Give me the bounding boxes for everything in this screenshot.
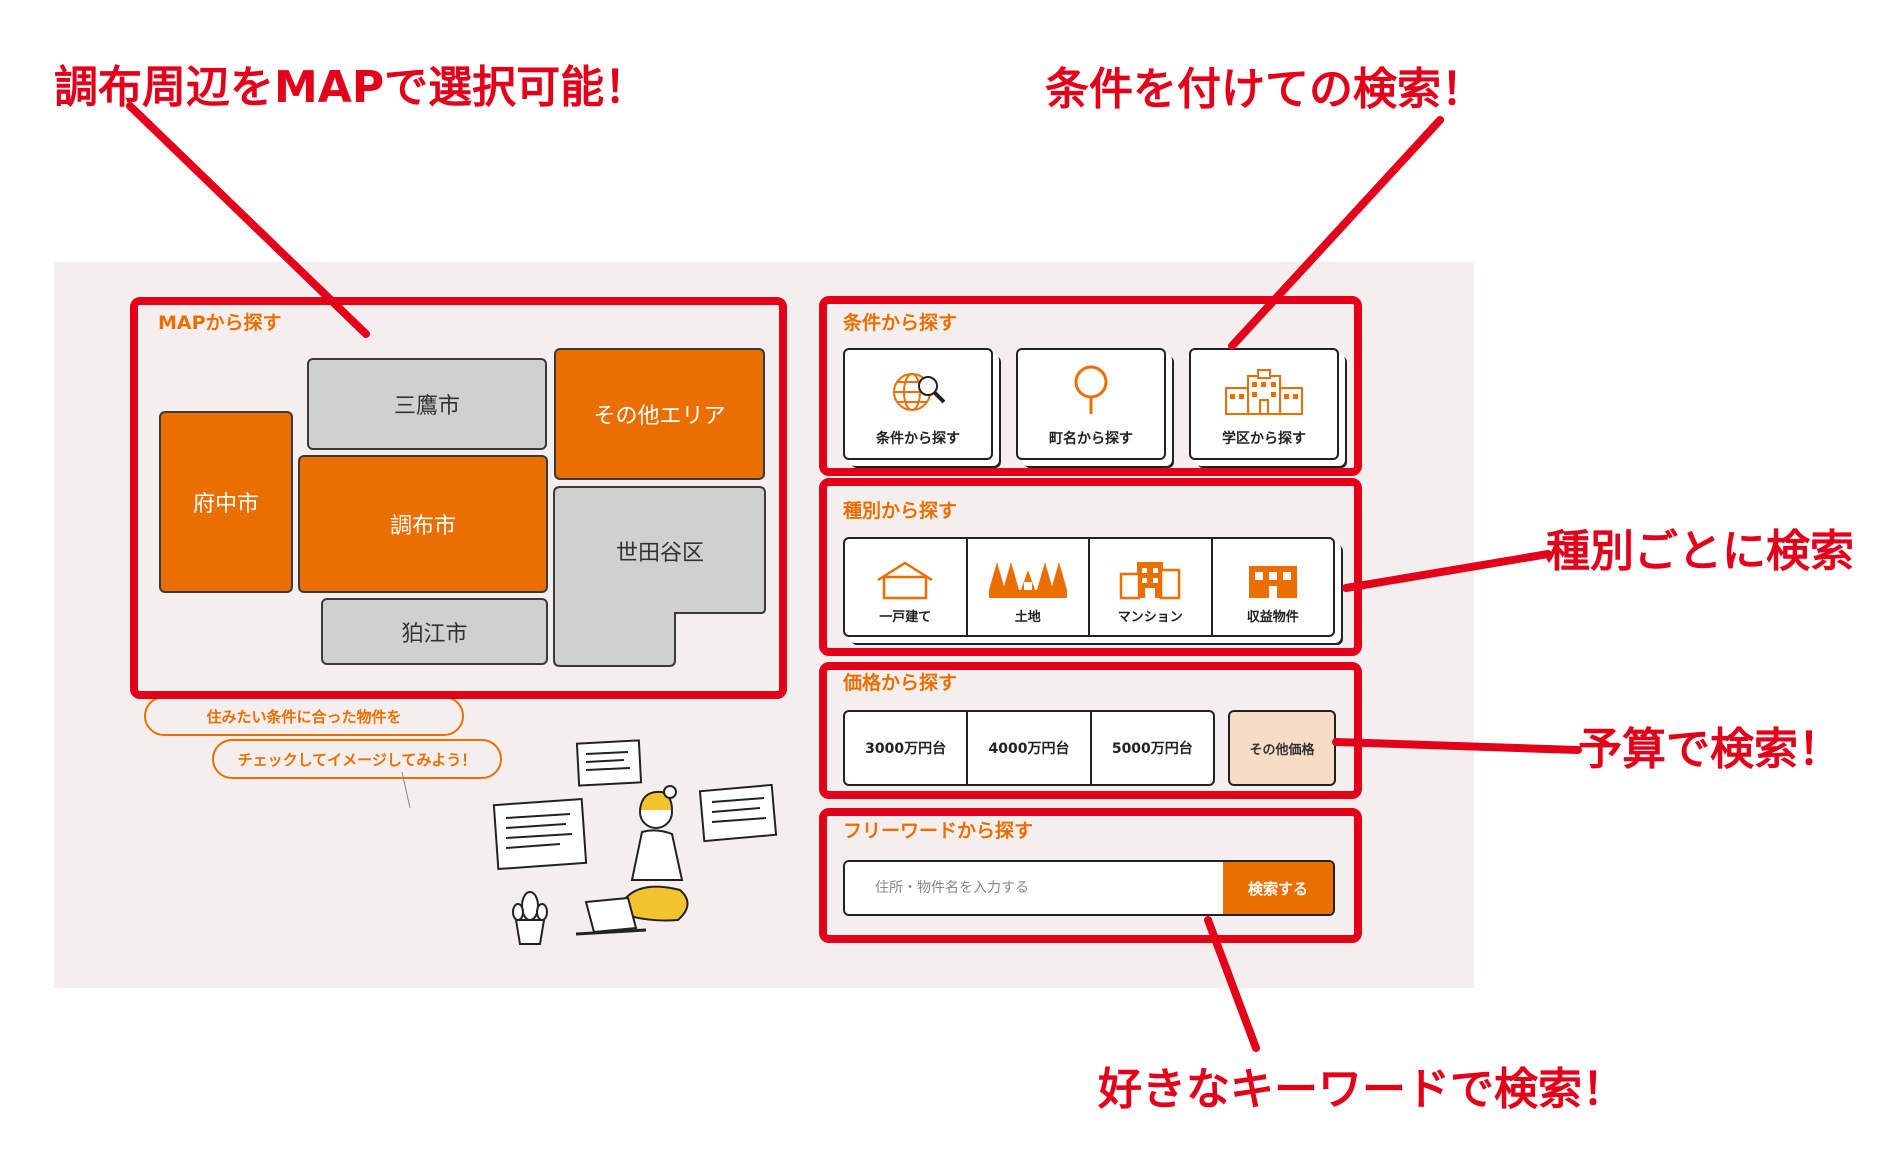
- price-3000[interactable]: 3000万円台: [845, 712, 969, 784]
- price-selector: 3000万円台 4000万円台 5000万円台: [843, 710, 1215, 786]
- keyword-section-title: フリーワードから探す: [843, 820, 1034, 842]
- area-komae[interactable]: 狛江市: [321, 598, 548, 665]
- price-4000[interactable]: 4000万円台: [968, 712, 1092, 784]
- type-section-title: 種別から探す: [843, 500, 958, 522]
- type-selector: 一戸建て 土地 マンション 収益物件: [843, 537, 1335, 637]
- speech-bubble-2: チェックしてイメージしてみよう！: [212, 739, 502, 779]
- card-label: 学区から探す: [1222, 431, 1306, 447]
- conditions-section-title: 条件から探す: [843, 312, 958, 334]
- area-fuchu[interactable]: 府中市: [159, 411, 293, 593]
- area-setagaya-label: 世田谷区: [615, 541, 704, 566]
- school-icon: [1225, 369, 1303, 415]
- apartment-icon: [1120, 562, 1181, 600]
- income-property-icon: [1248, 566, 1297, 598]
- card-label: 町名から探す: [1049, 431, 1133, 447]
- type-apartment[interactable]: マンション: [1090, 539, 1213, 635]
- search-by-town-card[interactable]: 町名から探す: [1016, 348, 1166, 460]
- type-label: 収益物件: [1246, 610, 1299, 625]
- type-detached-house[interactable]: 一戸建て: [845, 539, 968, 635]
- type-land[interactable]: 土地: [968, 539, 1090, 635]
- area-mitaka[interactable]: 三鷹市: [307, 358, 547, 450]
- type-label: 一戸建て: [879, 610, 932, 625]
- keyword-input[interactable]: [845, 862, 1223, 914]
- annotation-price: 予算で検索！: [1578, 724, 1842, 775]
- price-section-title: 価格から探す: [843, 672, 958, 694]
- globe-search-icon: [893, 373, 946, 411]
- highlight-conditions-section: [819, 296, 1362, 476]
- annotation-type: 種別ごとに検索: [1546, 526, 1854, 577]
- area-chofu[interactable]: 調布市: [298, 455, 548, 593]
- price-5000[interactable]: 5000万円台: [1111, 741, 1193, 757]
- highlight-price-section: [819, 662, 1362, 799]
- keyword-search: 検索する: [843, 860, 1335, 916]
- search-by-school-card[interactable]: 学区から探す: [1189, 348, 1339, 460]
- annotation-conditions: 条件を付けての検索！: [1045, 64, 1485, 115]
- highlight-keyword-section: [819, 808, 1362, 943]
- person-with-laptop-illustration: [401, 739, 778, 945]
- area-others[interactable]: その他エリア: [554, 348, 765, 480]
- type-label: 土地: [1014, 610, 1041, 625]
- highlight-map-section: [130, 297, 787, 699]
- search-button[interactable]: 検索する: [1223, 862, 1333, 914]
- land-icon: [988, 562, 1067, 598]
- highlight-type-section: [819, 478, 1362, 656]
- map-pin-icon: [1074, 365, 1108, 414]
- card-label: 条件から探す: [876, 431, 960, 447]
- type-label: マンション: [1117, 610, 1183, 625]
- area-setagaya[interactable]: [553, 485, 767, 668]
- annotation-keyword: 好きなキーワードで検索！: [1098, 1064, 1626, 1115]
- house-icon: [877, 561, 933, 600]
- type-income-property[interactable]: 収益物件: [1213, 539, 1334, 635]
- annotation-map: 調布周辺をMAPで選択可能！: [54, 62, 649, 113]
- search-by-conditions-card[interactable]: 条件から探す: [843, 348, 993, 460]
